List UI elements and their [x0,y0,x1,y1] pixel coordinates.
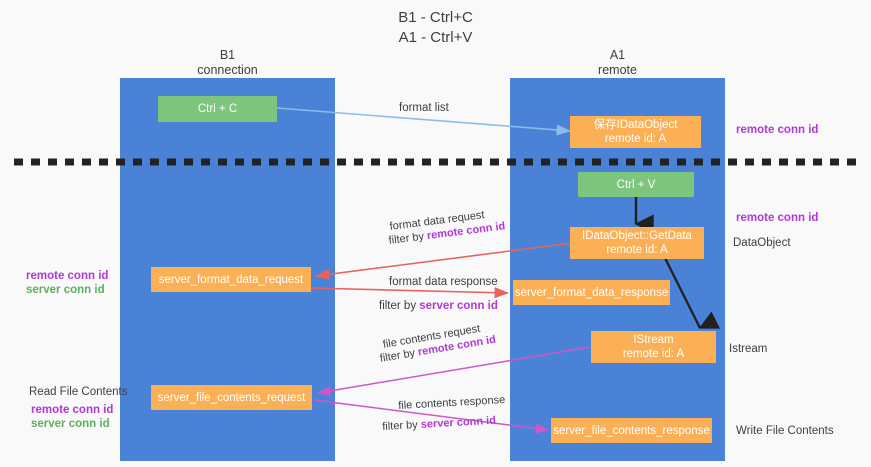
page-title-line2: A1 - Ctrl+V [398,29,473,46]
edge-label-file-contents-response-text: file contents response [398,394,506,412]
column-header-b1-name: B1 [219,48,236,62]
annotation-left-server-conn-id-1-text: server conn id [26,284,105,296]
annotation-right-dataobject: DataObject [733,236,791,250]
node-server-file-contents-request[interactable]: server_file_contents_request [151,385,312,410]
annotation-right-remote-conn-id-mid-text: remote conn id [736,212,819,224]
column-header-a1-name: A1 [609,48,626,62]
node-istream[interactable]: IStream remote id: A [591,331,716,363]
node-server-format-data-response-label: server_format_data_response [514,286,669,299]
edge-label-format-data-response-text: format data response [389,276,498,288]
annotation-right-istream-text: Istream [729,343,768,355]
node-server-format-data-request-label: server_format_data_request [158,273,304,286]
edge-label-file-contents-response-filter: filter by server conn id [382,415,496,433]
annotation-right-dataobject-text: DataObject [733,237,791,249]
annotation-left-remote-conn-id-1: remote conn id [26,269,108,283]
annotation-right-remote-conn-id-mid: remote conn id [736,211,818,225]
edge-label-file-contents-response: file contents response [398,394,506,412]
node-idataobject-getdata-line2: remote id: A [606,244,668,256]
annotation-left-remote-conn-id-2: remote conn id [31,403,113,417]
node-ctrl-c[interactable]: Ctrl + C [158,96,277,122]
node-istream-line2: remote id: A [622,348,685,360]
annotation-right-write-file-contents-text: Write File Contents [736,425,834,437]
annotation-left-remote-conn-id-2-text: remote conn id [31,404,114,416]
edge-label-format-list: format list [399,101,449,115]
node-server-format-data-request[interactable]: server_format_data_request [151,267,311,292]
filter-prefix-2: filter by [379,300,420,312]
annotation-left-server-conn-id-1: server conn id [26,283,105,297]
annotation-left-remote-conn-id-1-text: remote conn id [26,270,109,282]
node-server-file-contents-request-label: server_file_contents_request [157,391,306,404]
node-server-file-contents-response-label: server_file_contents_response [553,424,710,437]
edge-label-format-list-text: format list [399,102,449,114]
annotation-right-write-file-contents: Write File Contents [736,424,834,438]
filter-prefix: filter by [388,230,428,247]
annotation-left-read-file-contents: Read File Contents [29,385,127,399]
node-save-idataobject-line1: 保存IDataObject [593,119,678,131]
node-save-idataobject[interactable]: 保存IDataObject remote id: A [570,116,701,148]
node-server-format-data-response[interactable]: server_format_data_response [513,280,670,305]
annotation-right-istream: Istream [729,342,767,356]
annotation-left-server-conn-id-2-text: server conn id [31,418,110,430]
page-title: B1 - Ctrl+C A1 - Ctrl+V [0,8,871,48]
node-idataobject-getdata[interactable]: IDataObject::GetData remote id: A [570,227,704,259]
column-header-b1-sub: connection [197,63,258,77]
node-idataobject-getdata-line1: IDataObject::GetData [582,230,692,242]
node-ctrl-c-label: Ctrl + C [197,103,238,115]
filter-key-server-conn-id: server conn id [419,300,498,312]
column-header-a1-sub: remote [598,63,637,77]
page-title-line1: B1 - Ctrl+C [398,9,473,26]
filter-key-server-conn-id-2: server conn id [420,414,497,431]
node-server-file-contents-response[interactable]: server_file_contents_response [551,418,712,443]
filter-prefix-4: filter by [382,418,422,433]
annotation-right-remote-conn-id-top: remote conn id [736,123,818,137]
node-ctrl-v[interactable]: Ctrl + V [578,172,694,197]
node-ctrl-v-label: Ctrl + V [616,178,656,191]
annotation-right-remote-conn-id-top-text: remote conn id [736,124,819,136]
edge-label-format-data-response-filter: filter by server conn id [379,299,498,313]
annotation-left-server-conn-id-2: server conn id [31,417,110,431]
column-header-a1: A1 remote [510,48,725,78]
annotation-left-read-file-contents-text: Read File Contents [29,386,128,398]
node-save-idataobject-line2: remote id: A [604,133,667,145]
edge-label-format-data-response: format data response [389,275,498,289]
node-istream-line1: IStream [633,334,674,346]
column-header-b1: B1 connection [120,48,335,78]
